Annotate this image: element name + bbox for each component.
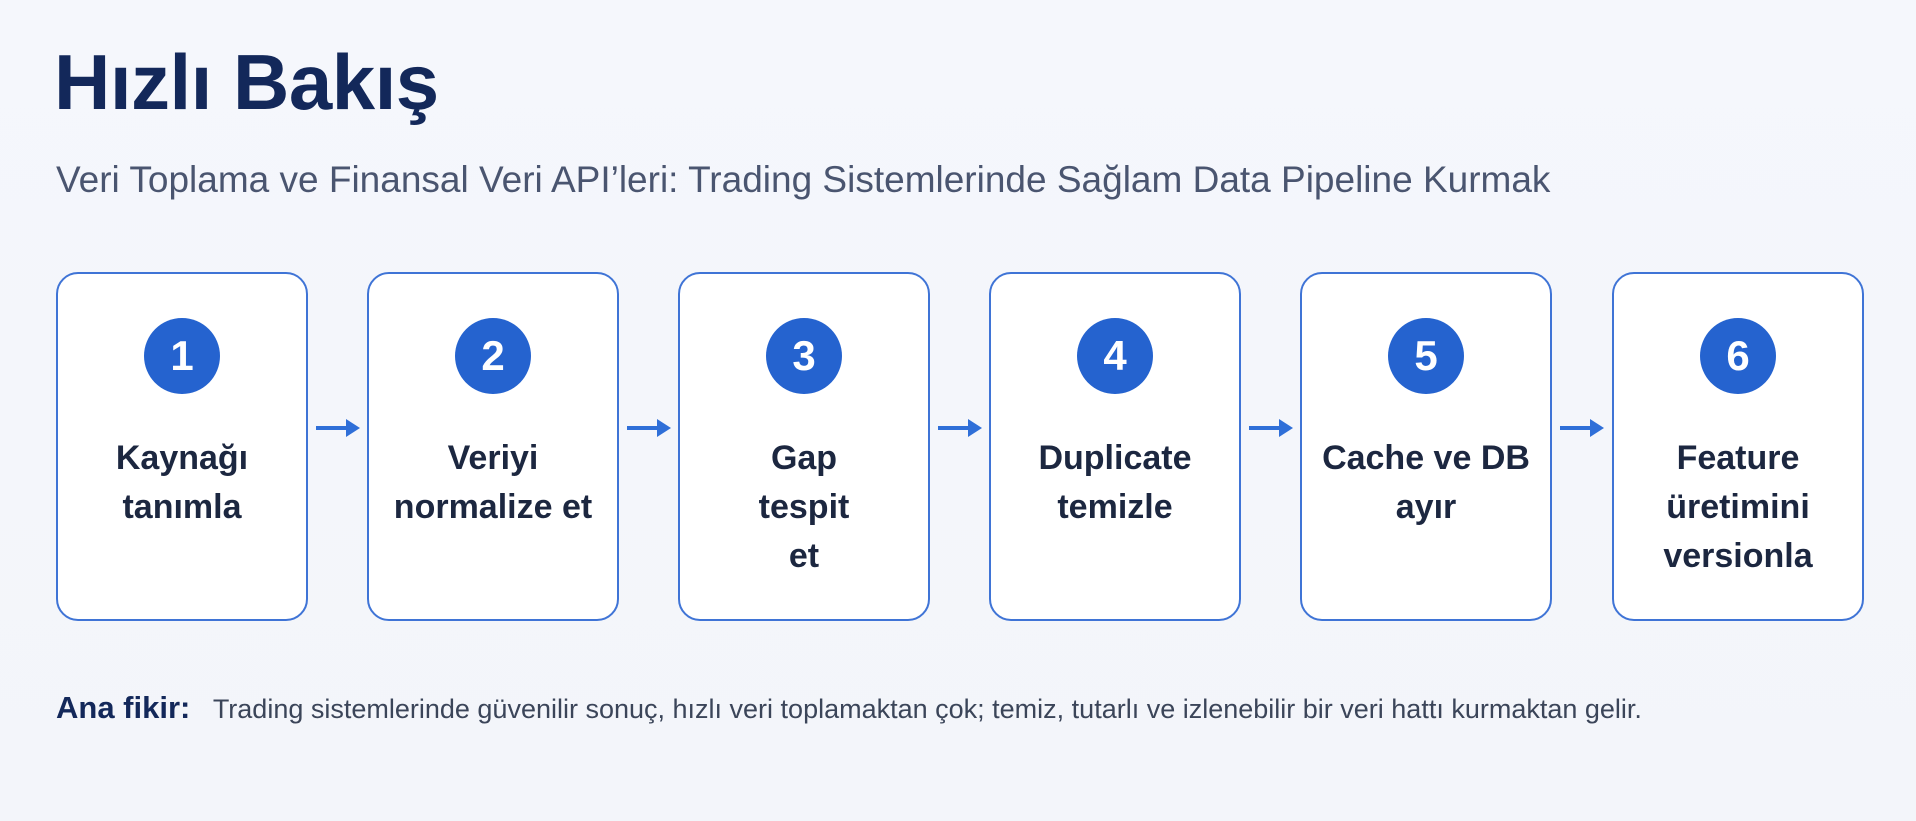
arrow-right-icon	[1249, 417, 1293, 439]
step-label: Kaynağı tanımla	[115, 439, 249, 526]
step-card-3: 3 Gap tespit et	[678, 272, 930, 621]
arrow-right-icon	[938, 417, 982, 439]
step-number-badge: 5	[1388, 318, 1464, 394]
step-card-2: 2 Veriyi normalize et	[367, 272, 619, 621]
page-subtitle: Veri Toplama ve Finansal Veri API’leri: …	[56, 159, 1551, 200]
arrow-right-icon	[316, 417, 360, 439]
step-label: Gap tespit et	[758, 439, 850, 575]
step-number-badge: 2	[455, 318, 531, 394]
arrow-right-icon	[1560, 417, 1604, 439]
step-number-badge: 3	[766, 318, 842, 394]
step-label: Duplicate temizle	[1038, 439, 1192, 526]
step-number-badge: 6	[1700, 318, 1776, 394]
step-label: Cache ve DB ayır	[1322, 439, 1530, 526]
step-card-6: 6 Feature üretimini versionla	[1612, 272, 1864, 621]
step-card-4: 4 Duplicate temizle	[989, 272, 1241, 621]
step-number-badge: 1	[144, 318, 220, 394]
key-idea-text: Trading sistemlerinde güvenilir sonuç, h…	[212, 694, 1642, 724]
step-card-5: 5 Cache ve DB ayır	[1300, 272, 1552, 621]
step-number-badge: 4	[1077, 318, 1153, 394]
key-idea-label: Ana fikir:	[56, 690, 191, 725]
step-card-1: 1 Kaynağı tanımla	[56, 272, 308, 621]
key-idea: Ana fikir: Trading sistemlerinde güvenil…	[56, 690, 1642, 726]
arrow-right-icon	[627, 417, 671, 439]
page-title: Hızlı Bakış	[54, 38, 439, 126]
pipeline-steps: 1 Kaynağı tanımla 2 Veriyi normalize et …	[56, 272, 1864, 622]
step-label: Feature üretimini versionla	[1663, 439, 1813, 575]
step-label: Veriyi normalize et	[393, 439, 593, 526]
